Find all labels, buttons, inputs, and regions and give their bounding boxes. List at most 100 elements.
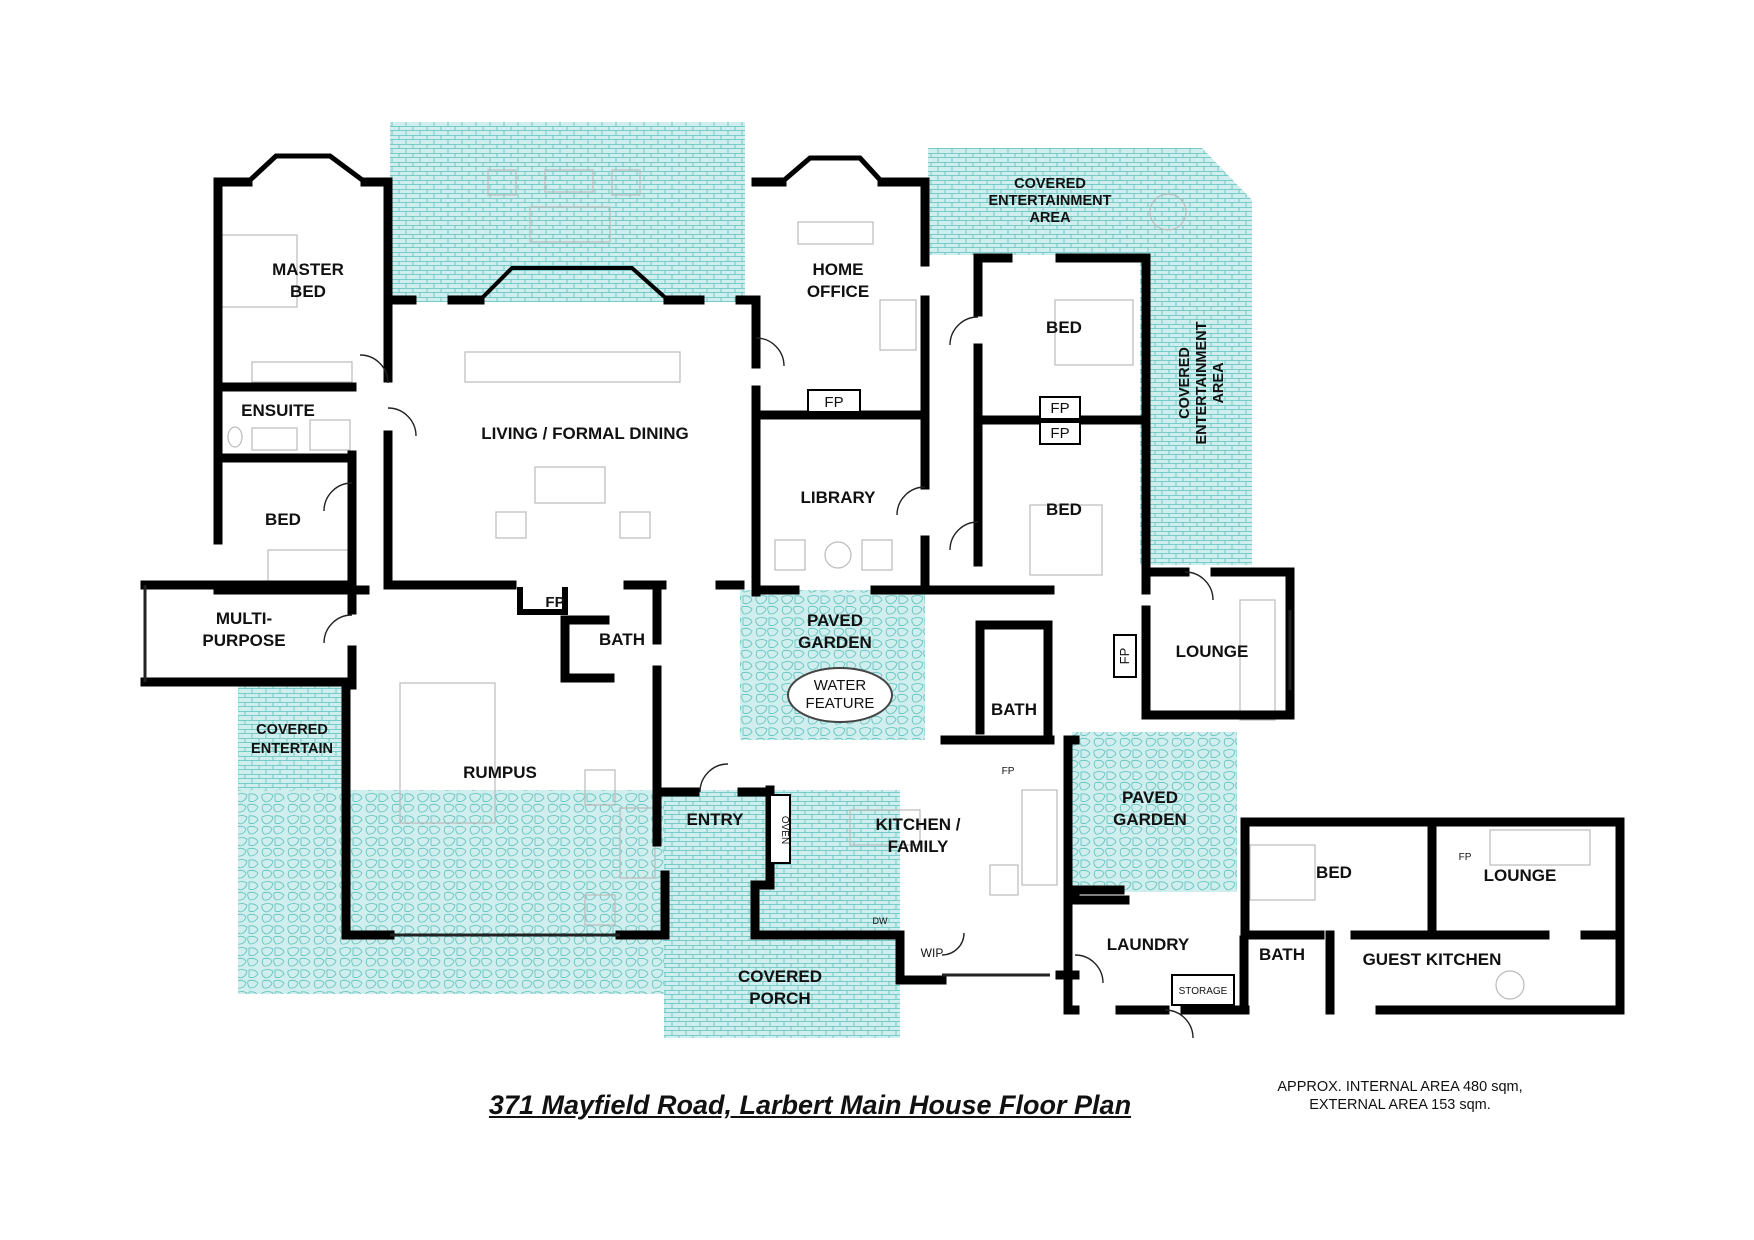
door-office [755,337,785,367]
ent-table [1149,193,1187,231]
bed-ne-walls [973,253,1151,595]
lounge-e-label: LOUNGE [1176,642,1249,661]
terrace-chair-2 [611,169,641,196]
door-master [359,354,389,384]
rumpus-chair [584,769,616,806]
terrace-table [544,169,594,193]
living-bay-window [477,266,671,303]
guest-table [1495,970,1525,1000]
door-storage [1164,1009,1194,1039]
covered-ent-east-group: COVERED ENTERTAINMENT AREA [1177,321,1227,444]
lounge-e-walls [1141,567,1295,720]
living-label: LIVING / FORMAL DINING [481,424,688,443]
covered-ent-east-label-2: ENTERTAINMENT [1194,321,1210,444]
ensuite-label: ENSUITE [241,401,315,420]
door-multipurpose [323,614,353,644]
covered-porch-label-1: COVERED [738,967,822,986]
lounge-e-sofa [1239,599,1276,721]
room-labels: MASTER BED ENSUITE BED MULTI- PURPOSE CO… [202,176,1556,1008]
ensuite-toilet [227,426,243,448]
library-walls [751,410,975,595]
office-desk [797,221,874,245]
library-chair-2 [861,539,893,571]
covered-ent-east-label-3: AREA [1211,362,1227,404]
ensuite-shower [309,419,351,451]
multi-purpose-label-2: PURPOSE [202,631,285,650]
fixtures [769,389,1235,1006]
area-internal: APPROX. INTERNAL AREA 480 sqm, [1277,1079,1523,1095]
wip-label: WIP [921,946,944,960]
kitchen-label-1: KITCHEN / [876,815,961,834]
covered-entertain-west-label-1: COVERED [256,722,328,738]
billiard-table [399,682,496,824]
fp-bed-ne-label: FP [1050,400,1069,417]
ensuite-vanity [251,427,298,451]
bath-e-walls [975,620,1053,740]
storage-box [1171,974,1235,1006]
rumpus-chair-2 [584,894,616,926]
oven-box [769,794,791,864]
door-entry [699,763,729,793]
paved-garden-east-label-1: PAVED [1122,788,1178,807]
door-living [387,407,417,437]
rumpus-walls [341,585,670,940]
entry-label: ENTRY [687,810,745,829]
water-feature-label-2: FEATURE [806,695,875,712]
area-external: EXTERNAL AREA 153 sqm. [1309,1097,1491,1113]
family-chair [989,864,1019,896]
paving-garden-east [1072,732,1237,892]
fp-living-label: FP [545,594,564,611]
bath-e-label: BATH [991,700,1037,719]
water-feature-label-1: WATER [814,677,867,694]
master-bed-label-2: BED [290,282,326,301]
office-bay-window [778,155,886,186]
paving-stone-west [238,790,666,994]
door-library [896,486,926,516]
dw-label: DW [873,916,888,926]
rumpus-label: RUMPUS [463,763,537,782]
bed-west-label: BED [265,510,301,529]
covered-entertain-west-label-2: ENTERTAIN [251,741,333,757]
covered-ent-north-label-3: AREA [1029,210,1071,226]
bed-e-furniture [1029,504,1103,576]
home-office-label-2: OFFICE [807,282,869,301]
bed-e-label: BED [1046,500,1082,519]
kitchen-table [849,809,921,846]
paving-covered-entertainment-area [928,148,1252,565]
lounge-guest-label: LOUNGE [1484,866,1557,885]
fp-bed-e-box [1039,421,1081,445]
door-laundry [1074,954,1104,984]
paving [238,122,1252,1038]
laundry-north [1070,885,1125,905]
multi-purpose-label-1: MULTI- [216,609,272,628]
master-bed-walls [213,177,393,380]
fp-office-label: FP [824,394,843,411]
bed-ne-furniture [1054,299,1134,366]
library-table [824,541,852,569]
living-north-wall [383,295,761,369]
covered-ent-north-label-1: COVERED [1014,176,1086,192]
living-chair-1 [495,511,527,539]
family-sofa [1021,789,1058,886]
master-bed-label-1: MASTER [272,260,344,279]
covered-ent-north-label-2: ENTERTAINMENT [989,193,1112,209]
terrace-chair-1 [487,169,517,196]
master-bench [251,361,353,383]
bed-ne-label: BED [1046,318,1082,337]
walls [140,153,1625,1015]
door-lounge-e [1184,571,1214,601]
paving-covered-entertain-west [238,683,346,791]
living-sofa [534,466,606,504]
master-bay-window [244,153,369,186]
paved-garden-mid-label-2: GARDEN [798,633,872,652]
door-wip [941,932,965,956]
kitchen-label-2: FAMILY [888,837,949,856]
paved-garden-east-label-2: GARDEN [1113,810,1187,829]
laundry-label: LAUNDRY [1107,935,1190,954]
fp-bed-ne-box [1039,396,1081,420]
door-bed-ne [949,316,979,346]
library-chair-1 [774,539,806,571]
paved-garden-mid-label-1: PAVED [807,611,863,630]
fp-kitchen-label: FP [1002,766,1015,777]
